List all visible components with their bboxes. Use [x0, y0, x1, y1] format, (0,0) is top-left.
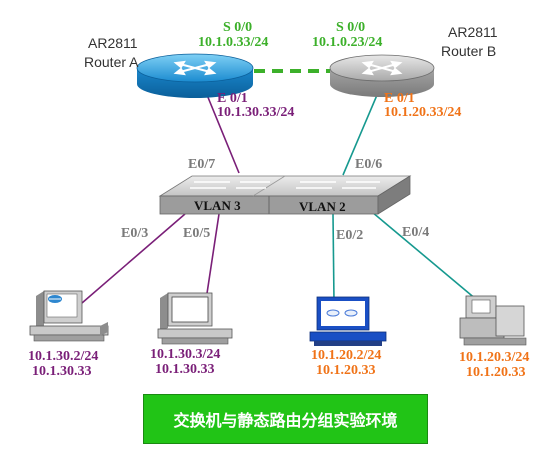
- pc1-icon[interactable]: [29, 290, 109, 342]
- router-a-eth-ip: 10.1.30.33/24: [217, 105, 295, 120]
- router-b-serial-ip: 10.1.0.23/24: [312, 35, 383, 50]
- port-e0-4: E0/4: [402, 225, 430, 240]
- switch-icon[interactable]: [158, 175, 412, 215]
- vlan-3-label: VLAN 3: [194, 198, 241, 213]
- pc2-gateway: 10.1.30.33: [155, 362, 215, 377]
- pc4-ip: 10.1.20.3/24: [459, 350, 530, 365]
- router-b-eth-ip: 10.1.20.33/24: [384, 105, 462, 120]
- link-pc1: [81, 213, 186, 304]
- router-a-model: AR2811: [88, 35, 138, 51]
- pc4-gateway: 10.1.20.33: [466, 365, 526, 380]
- router-b-eth-iface: E 0/1: [384, 91, 415, 106]
- router-a-name: Router A: [84, 54, 139, 70]
- pc2-icon[interactable]: [157, 292, 233, 345]
- pc1-ip: 10.1.30.2/24: [28, 349, 99, 364]
- port-e0-5: E0/5: [183, 226, 211, 241]
- port-e0-2: E0/2: [336, 228, 364, 243]
- pc4-icon[interactable]: [459, 295, 527, 346]
- link-router-b-switch: [342, 87, 381, 176]
- router-a-icon[interactable]: [136, 53, 254, 98]
- port-e0-7: E0/7: [188, 157, 216, 172]
- link-pc3: [332, 213, 335, 303]
- title-banner: 交换机与静态路由分组实验环境: [143, 394, 428, 444]
- router-b-model: AR2811: [448, 24, 498, 40]
- pc3-ip: 10.1.20.2/24: [311, 348, 382, 363]
- link-pc4: [371, 211, 478, 301]
- port-e0-6: E0/6: [355, 157, 383, 172]
- link-router-a-switch: [204, 89, 240, 174]
- vlan-2-label: VLAN 2: [299, 199, 346, 214]
- link-pc2: [205, 213, 220, 301]
- pc1-gateway: 10.1.30.33: [32, 364, 92, 379]
- pc3-gateway: 10.1.20.33: [316, 363, 376, 378]
- pc2-ip: 10.1.30.3/24: [150, 347, 221, 362]
- router-a-serial-ip: 10.1.0.33/24: [198, 35, 269, 50]
- router-b-serial-iface: S 0/0: [336, 20, 366, 35]
- router-a-eth-iface: E 0/1: [217, 91, 248, 106]
- pc3-icon[interactable]: [309, 296, 387, 346]
- router-b-name: Router B: [441, 43, 497, 59]
- port-e0-3: E0/3: [121, 226, 149, 241]
- router-b-icon[interactable]: [329, 54, 435, 97]
- router-a-serial-iface: S 0/0: [223, 20, 253, 35]
